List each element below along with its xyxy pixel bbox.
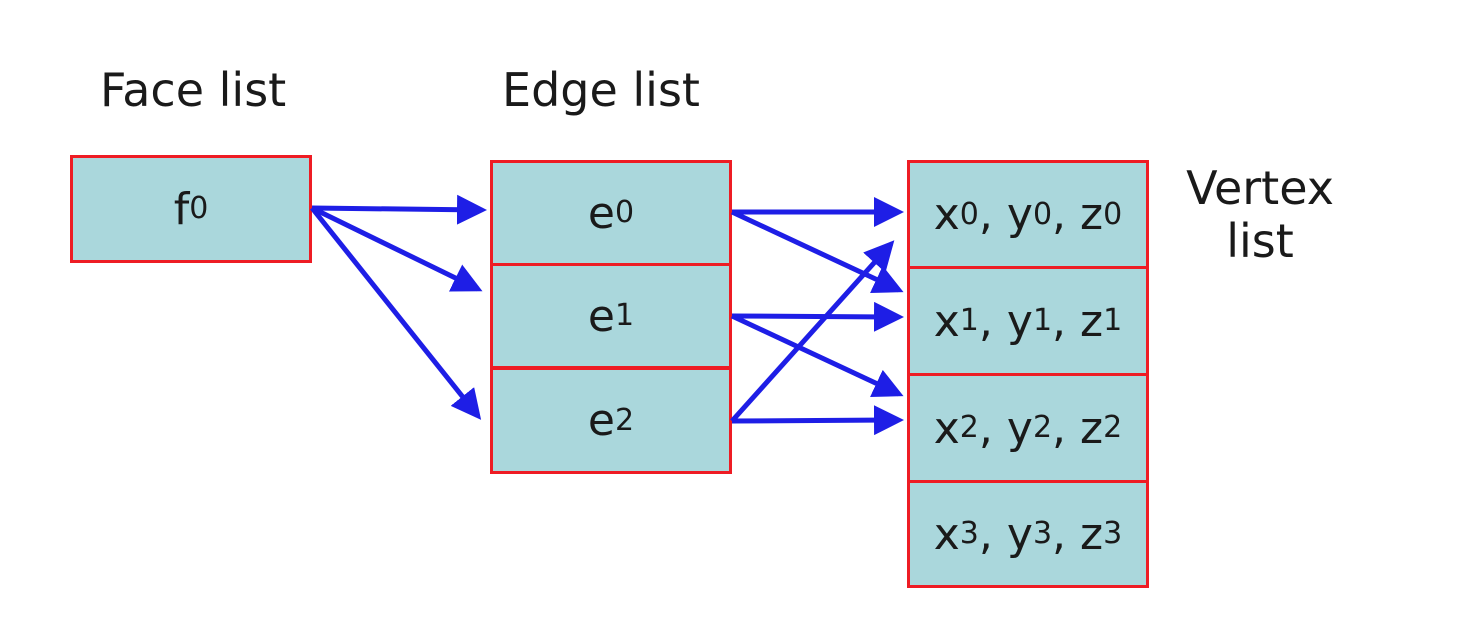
edge-1-label: e	[587, 290, 615, 342]
vertex-list-heading-line1: Vertex	[1186, 161, 1334, 215]
vertex-list-heading: Vertex list	[1170, 162, 1350, 268]
arrow-edge-2-to-vertex-2	[731, 405, 904, 436]
vertex-3-y: y	[1006, 508, 1033, 560]
vertex-0-z: z	[1080, 189, 1104, 240]
vertex-list-heading-line2: list	[1226, 213, 1294, 268]
arrow-face-0-to-edge-0	[311, 194, 487, 225]
arrow-edge-0-to-vertex-1	[730, 209, 904, 294]
vertex-1-z: z	[1080, 295, 1104, 347]
arrow-edge-1-to-vertex-2	[730, 313, 904, 398]
face-list-heading: Face list	[100, 63, 287, 117]
face-0-label: f	[173, 183, 190, 235]
arrow-face-0-to-edge-2	[310, 206, 482, 420]
vertex-2-y: y	[1006, 402, 1033, 454]
vertex-2-z: z	[1080, 402, 1104, 454]
vertex-3-x: x	[933, 508, 960, 560]
arrow-edge-1-to-vertex-1	[731, 301, 904, 332]
vertex-0-x: x	[933, 189, 960, 240]
vertex-2-x: x	[933, 402, 960, 454]
arrow-face-0-to-edge-1	[310, 205, 483, 292]
vertex-0-y: y	[1006, 189, 1033, 240]
edge-0-label: e	[587, 187, 615, 239]
vertex-3-z: z	[1080, 508, 1104, 560]
edge-list-heading: Edge list	[502, 63, 700, 117]
vertex-1-y: y	[1006, 295, 1033, 347]
edge-2-label: e	[587, 395, 615, 446]
vertex-1-x: x	[933, 295, 960, 347]
arrow-edge-2-to-vertex-0	[730, 240, 895, 423]
